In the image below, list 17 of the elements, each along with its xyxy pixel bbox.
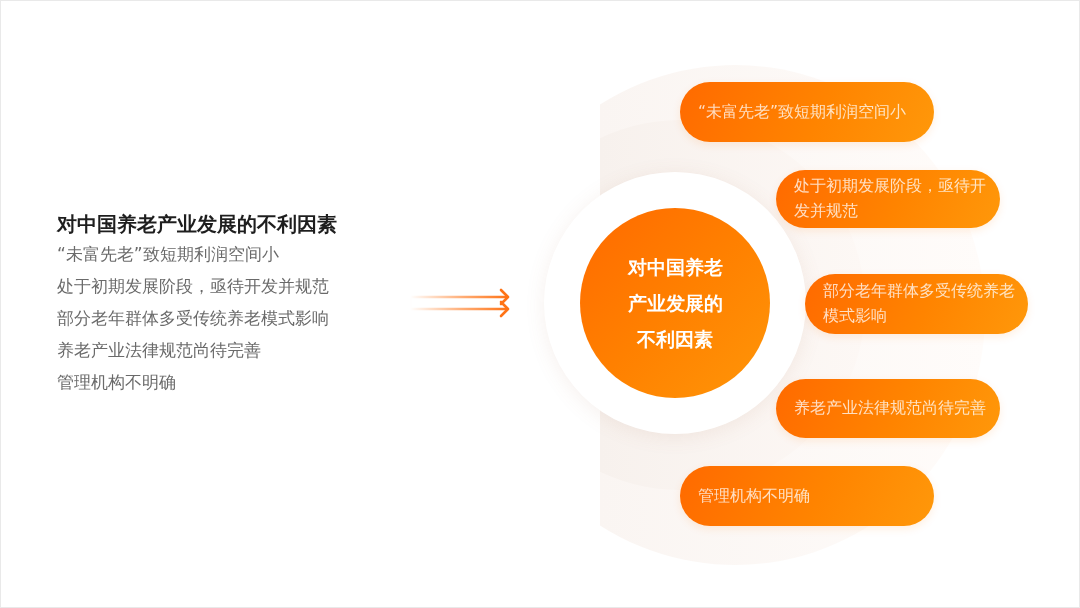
factor-pill xyxy=(776,170,1000,228)
pill-text: 养老产业法律规范尚待完善 xyxy=(794,398,986,419)
factor-pill xyxy=(776,379,1000,438)
pill-text: “未富先老”致短期利润空间小 xyxy=(698,101,908,123)
list-item: 部分老年群体多受传统养老模式影响 xyxy=(57,307,330,330)
factor-pill xyxy=(680,82,934,142)
list-item: 管理机构不明确 xyxy=(57,371,177,394)
pill-text: 处于初期发展阶段，亟待开发并规范 xyxy=(794,176,986,222)
factor-pill xyxy=(805,274,1028,334)
heading: 对中国养老产业发展的不利因素 xyxy=(57,211,338,238)
factor-pill xyxy=(680,466,934,526)
list-item: “未富先老”致短期利润空间小 xyxy=(57,243,280,266)
list-item: 处于初期发展阶段，亟待开发并规范 xyxy=(57,275,330,298)
list-item: 养老产业法律规范尚待完善 xyxy=(57,339,262,362)
pill-text: 部分老年群体多受传统养老模式影响 xyxy=(823,281,1015,327)
pill-text: 管理机构不明确 xyxy=(698,485,811,507)
circle-label: 对中国养老产业发展的不利因素 xyxy=(626,255,724,352)
